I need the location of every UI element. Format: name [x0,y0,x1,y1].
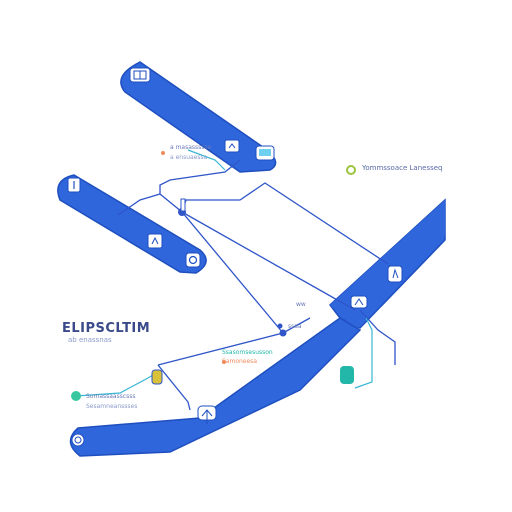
mid-annotation-2: ssaa [288,323,302,330]
top-annotation: a masassssse [170,144,212,151]
right-annotation: Yommssoace Lanesseq [362,164,443,172]
line-long-descend [181,211,356,311]
chevron-icon [387,265,403,283]
node-green-right [346,165,356,175]
mid-annotation-3: Ssasomsesusson [222,349,273,356]
low-annotation-2: Sesamneanssses [86,403,138,410]
mid-annotation-4: Samoneesa [222,358,257,365]
mid-annotation-1: ww [296,301,306,308]
line-teal-right [354,317,373,389]
chevron-icon [67,177,81,193]
node-teal-square [340,366,354,384]
grid-icon [129,67,151,83]
line-left-to-mid [117,193,161,216]
node-junction [180,198,186,212]
diagram-title: ELIPSCLTIM [62,321,151,336]
monitor-icon [255,145,275,161]
node-orange-1 [161,151,165,155]
circle-icon [71,433,85,447]
line-top-band-down [159,159,241,194]
top-annotation-2: a ensuaessa [170,154,208,161]
line-down-to-bottom [157,364,191,411]
node-dot-3 [277,323,283,329]
low-annotation-1: Somassaasscsss [86,393,136,400]
chevron-icon [197,405,217,424]
node-orange-2 [222,360,226,364]
band-middle-left [57,174,207,274]
chevron-icon [147,233,163,249]
band-right-long [328,198,446,330]
circle-icon [185,252,201,268]
nodes [71,151,356,401]
node-green-low [71,391,81,401]
chevron-icon [350,295,368,309]
line-teal-top [187,149,226,171]
node-yellow [151,369,163,385]
line-right-drop [359,309,396,365]
band-bottom [69,317,362,457]
line-top-to-right [181,182,389,265]
chevron-icon [224,139,240,153]
node-dot-2 [279,329,287,337]
diagram-subtitle: ab enassnas [68,336,112,344]
